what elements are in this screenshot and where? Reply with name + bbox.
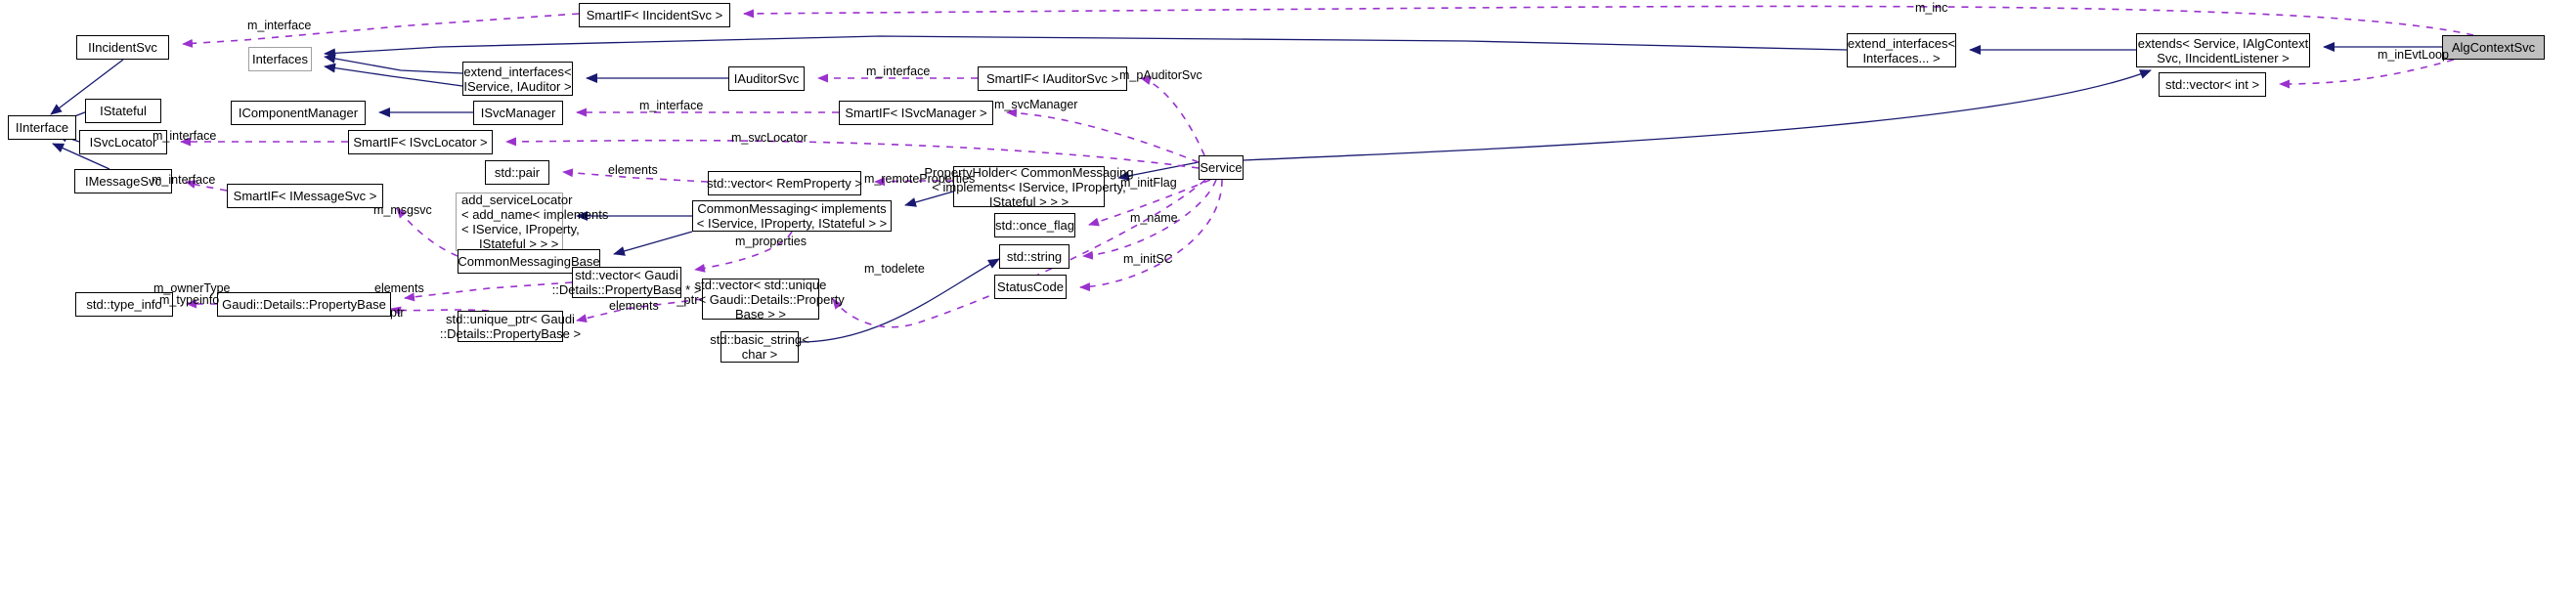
class-node-propertyholder[interactable]: PropertyHolder< CommonMessaging < implem… [924, 164, 1134, 209]
edge-label-lbl-ptr: ptr [390, 306, 405, 320]
class-node-stdpair[interactable]: std::pair [485, 160, 549, 185]
edge-label-lbl-m-typeinfo: m_typeinfo [159, 293, 220, 307]
class-node-once_flag[interactable]: std::once_flag [994, 213, 1075, 237]
class-node-gaudi_propertybase[interactable]: Gaudi::Details::PropertyBase [217, 292, 391, 317]
edge-label-lbl-m-interface-auditor: m_interface [866, 64, 931, 78]
edge-label-lbl-m-inevtloop: m_inEvtLoop [2378, 48, 2449, 62]
class-node-vec_propbase_ptr[interactable]: std::vector< Gaudi ::Details::PropertyBa… [551, 267, 702, 298]
class-node-commonmessaging[interactable]: CommonMessaging< implements < IService, … [692, 200, 892, 232]
edge-label-lbl-m-properties: m_properties [735, 235, 807, 248]
class-node-iauditorsvc[interactable]: IAuditorSvc [728, 66, 805, 91]
edge-label-lbl-m-interface-svcmgr: m_interface [639, 99, 704, 112]
class-node-vec_remproperty[interactable]: std::vector< RemProperty > [707, 171, 862, 195]
class-node-isvcmanager_smartif[interactable]: SmartIF< ISvcManager > [839, 101, 993, 125]
class-node-smartif_imessagesvc[interactable]: SmartIF< IMessageSvc > [227, 184, 383, 208]
edge-label-lbl-m-inc: m_inc [1915, 1, 1948, 15]
class-node-vector_int[interactable]: std::vector< int > [2159, 72, 2266, 97]
edge-label-lbl-m-initsc: m_initSC [1123, 252, 1173, 266]
class-node-add_servicelocator[interactable]: add_serviceLocator < add_name< implement… [456, 193, 608, 251]
edge-label-lbl-m-remoteproperties: m_remoteProperties [864, 172, 976, 186]
edge-label-lbl-m-svclocator: m_svcLocator [731, 131, 808, 145]
class-node-typeinfo[interactable]: std::type_info [75, 292, 173, 317]
class-node-iinterface[interactable]: IInterface [8, 115, 76, 140]
class-node-imessagesvc[interactable]: IMessageSvc [74, 169, 172, 193]
edge-label-lbl-m-todelete: m_todelete [864, 262, 925, 276]
edge-label-lbl-m-interface-svcloc: m_interface [153, 129, 217, 143]
class-node-extend_iface_audit[interactable]: extend_interfaces< IService, IAuditor > [462, 62, 573, 96]
class-node-isvclocator[interactable]: ISvcLocator [79, 130, 167, 154]
class-node-basic_string_char[interactable]: std::basic_string< char > [710, 331, 809, 363]
edge-label-lbl-m-pauditorsvc: m_pAuditorSvc [1119, 68, 1202, 82]
class-node-stdstring[interactable]: std::string [999, 244, 1070, 269]
edge-label-lbl-m-interface-incident: m_interface [247, 19, 312, 32]
class-node-service[interactable]: Service [1199, 155, 1244, 180]
class-node-uniq_propbase[interactable]: std::unique_ptr< Gaudi ::Details::Proper… [439, 311, 582, 342]
edge-label-lbl-m-interface-msgsvc: m_interface [152, 173, 216, 187]
edge-label-lbl-m-msgsvc: m_msgsvc [373, 203, 432, 217]
class-node-extend_iface_ifaces[interactable]: extend_interfaces< Interfaces... > [1847, 33, 1956, 67]
class-node-icomponentmanager[interactable]: IComponentManager [231, 101, 366, 125]
edge-label-lbl-elements-uniq: elements [609, 299, 659, 313]
edge-label-lbl-m-name: m_name [1130, 211, 1178, 225]
class-node-algcontextsvc[interactable]: AlgContextSvc [2442, 35, 2545, 60]
edge-label-lbl-elements-propbase: elements [374, 281, 424, 295]
class-node-vec_uniq_propbase[interactable]: std::vector< std::unique _ptr< Gaudi::De… [677, 277, 845, 322]
edge-label-lbl-elements-pair: elements [608, 163, 658, 177]
class-node-interfaces[interactable]: Interfaces [248, 47, 312, 71]
edge-label-lbl-m-ownertype: m_ownerType [153, 281, 231, 295]
class-node-extends_service[interactable]: extends< Service, IAlgContext Svc, IInci… [2136, 33, 2310, 67]
edge-label-lbl-m-svcmanager: m_svcManager [994, 98, 1078, 111]
class-node-isvcmanager[interactable]: ISvcManager [473, 101, 563, 125]
edge-label-lbl-m-initflag: m_initFlag [1120, 176, 1177, 190]
class-node-smartif_iincidentsvc[interactable]: SmartIF< IIncidentSvc > [579, 3, 730, 27]
class-node-smartif_isvclocator[interactable]: SmartIF< ISvcLocator > [348, 130, 493, 154]
class-node-statuscode[interactable]: StatusCode [994, 275, 1067, 299]
class-node-smartif_iauditorsvc[interactable]: SmartIF< IAuditorSvc > [978, 66, 1127, 91]
class-node-istateful[interactable]: IStateful [85, 99, 161, 123]
class-node-iincidentsvc[interactable]: IIncidentSvc [76, 35, 169, 60]
